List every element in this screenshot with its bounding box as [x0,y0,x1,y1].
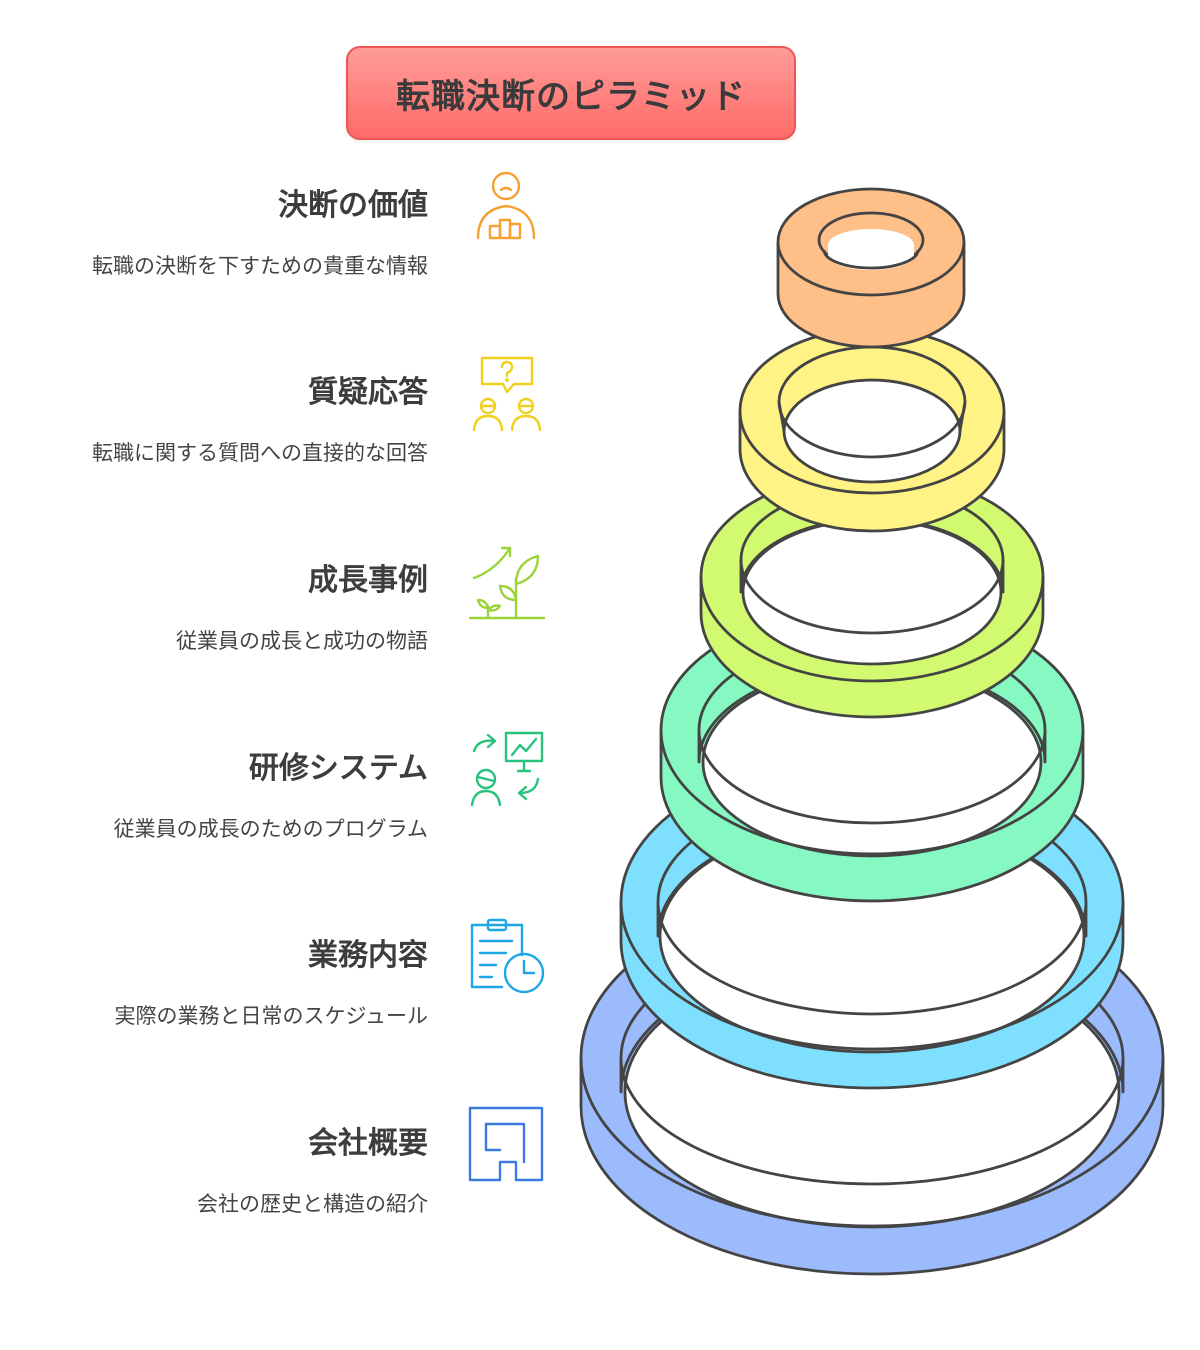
person-presenting-icon [476,171,536,240]
clipboard-clock-icon [470,918,545,994]
level-description: 実際の業務と日常のスケジュール [114,1004,428,1028]
floor-plan-icon [468,1106,544,1182]
level-description: 転職に関する質問への直接的な回答 [92,441,428,465]
level-label-growth-cases: 成長事例 従業員の成長と成功の物語 [176,561,428,655]
page-title: 転職決断のピラミッド [396,76,746,117]
level-label-training: 研修システム 従業員の成長のためのプログラム [114,749,428,843]
level-heading: 研修システム [248,751,428,786]
level-heading: 成長事例 [308,563,428,598]
level-label-qa: 質疑応答 転職に関する質問への直接的な回答 [92,373,428,467]
level-description: 従業員の成長と成功の物語 [176,629,428,653]
growing-plant-icon [468,546,546,620]
level-label-decision-value: 決断の価値 転職の決断を下すための貴重な情報 [92,186,428,280]
level-heading: 業務内容 [308,938,428,973]
level-heading: 質疑応答 [308,375,428,410]
level-label-work: 業務内容 実際の業務と日常のスケジュール [114,936,428,1030]
ring-qa [738,327,1006,533]
level-heading: 決断の価値 [278,188,428,223]
training-cycle-icon [470,731,544,807]
level-description: 会社の歴史と構造の紹介 [197,1192,428,1216]
ring-decision-value [776,187,966,349]
question-discussion-icon [472,356,542,432]
level-heading: 会社概要 [308,1126,428,1161]
level-description: 従業員の成長のためのプログラム [113,817,428,841]
level-description: 転職の決断を下すための貴重な情報 [92,254,428,278]
title-banner: 転職決断のピラミッド [346,46,796,140]
level-label-company: 会社概要 会社の歴史と構造の紹介 [197,1124,428,1218]
